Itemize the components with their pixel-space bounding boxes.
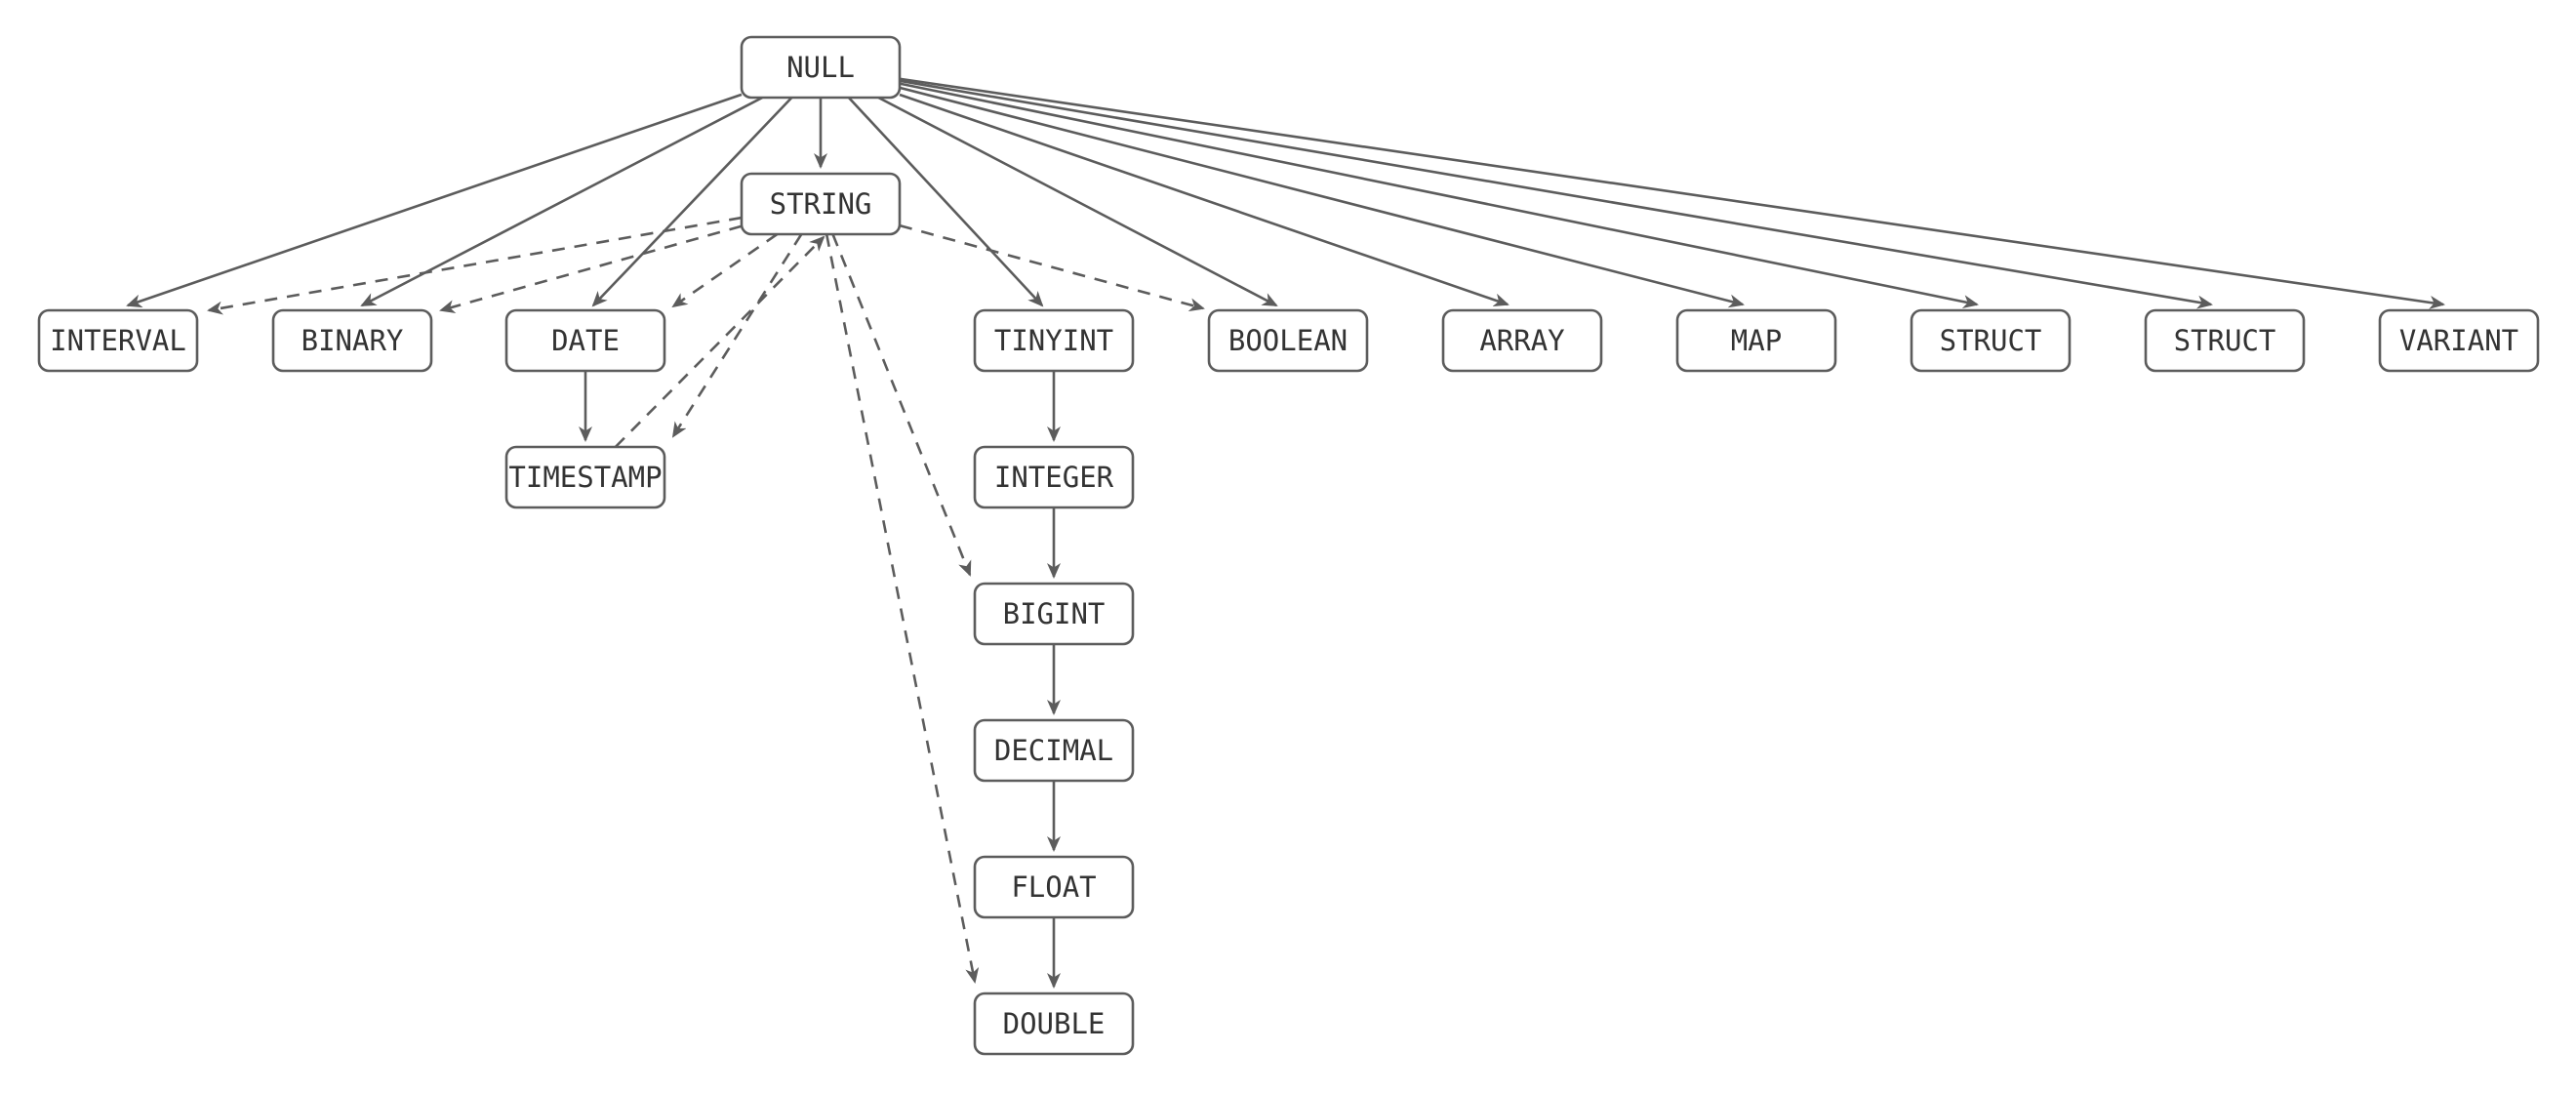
edge-null-map <box>899 86 1745 308</box>
node-box <box>1207 308 1369 373</box>
node-label: DATE <box>551 324 620 357</box>
node-box <box>1441 308 1603 373</box>
node-box <box>504 308 666 373</box>
edge-null-tinyint <box>847 97 1044 307</box>
node-box <box>973 855 1135 919</box>
node-box <box>973 582 1135 646</box>
node-label: STRUCT <box>2174 324 2276 357</box>
node-date: DATE <box>504 308 666 373</box>
node-binary: BINARY <box>271 308 433 373</box>
node-label: DECIMAL <box>994 734 1113 767</box>
node-label: NULL <box>786 51 855 84</box>
edge-null-boolean <box>877 96 1278 307</box>
node-box <box>740 35 902 100</box>
node-box <box>2378 308 2540 373</box>
edge-null-struct1 <box>899 82 1979 309</box>
node-box <box>973 308 1135 373</box>
node-array: ARRAY <box>1441 308 1603 373</box>
node-label: TIMESTAMP <box>508 461 662 494</box>
node-interval: INTERVAL <box>37 308 199 373</box>
node-variant: VARIANT <box>2378 308 2540 373</box>
edge-string-interval <box>207 216 743 315</box>
node-label: BIGINT <box>1003 597 1106 630</box>
node-struct1: STRUCT <box>1910 308 2072 373</box>
node-null: NULL <box>740 35 902 100</box>
edge-null-interval <box>126 93 743 308</box>
node-box <box>973 992 1135 1056</box>
node-decimal: DECIMAL <box>973 718 1135 783</box>
node-box <box>504 445 666 509</box>
node-map: MAP <box>1675 308 1837 373</box>
edge-null-struct2 <box>899 79 2213 309</box>
node-label: TINYINT <box>994 324 1113 357</box>
node-box <box>271 308 433 373</box>
node-string: STRING <box>740 172 902 236</box>
node-label: VARIANT <box>2399 324 2518 357</box>
node-label: DOUBLE <box>1003 1007 1106 1040</box>
node-label: INTERVAL <box>50 324 186 357</box>
node-label: MAP <box>1731 324 1782 357</box>
node-float: FLOAT <box>973 855 1135 919</box>
node-box <box>1675 308 1837 373</box>
node-label: STRING <box>770 187 872 221</box>
edge-string-timestamp <box>671 233 803 438</box>
edge-timestamp-string <box>614 235 825 448</box>
node-box <box>973 445 1135 509</box>
node-boolean: BOOLEAN <box>1207 308 1369 373</box>
node-label: INTEGER <box>994 461 1114 494</box>
node-integer: INTEGER <box>973 445 1135 509</box>
nodes-layer: NULL STRING INTERVAL BINARY DATE TINYINT BOOLE… <box>37 35 2540 1056</box>
node-label: BOOLEAN <box>1228 324 1348 357</box>
edge-string-double <box>825 233 980 984</box>
edge-null-array <box>899 93 1509 307</box>
edge-null-variant <box>899 77 2445 309</box>
edge-string-bigint <box>831 233 972 577</box>
edge-string-binary <box>439 224 743 313</box>
node-tinyint: TINYINT <box>973 308 1135 373</box>
node-box <box>973 718 1135 783</box>
node-box <box>740 172 902 236</box>
node-double: DOUBLE <box>973 992 1135 1056</box>
node-box <box>1910 308 2072 373</box>
node-box <box>37 308 199 373</box>
node-struct2: STRUCT <box>2144 308 2306 373</box>
node-label: FLOAT <box>1011 870 1096 904</box>
edge-null-date <box>591 97 793 307</box>
node-timestamp: TIMESTAMP <box>504 445 666 509</box>
node-bigint: BIGINT <box>973 582 1135 646</box>
edges-layer <box>126 77 2445 989</box>
node-box <box>2144 308 2306 373</box>
node-label: ARRAY <box>1479 324 1564 357</box>
edge-string-boolean <box>899 223 1205 312</box>
node-label: STRUCT <box>1940 324 2042 357</box>
node-label: BINARY <box>302 324 404 357</box>
